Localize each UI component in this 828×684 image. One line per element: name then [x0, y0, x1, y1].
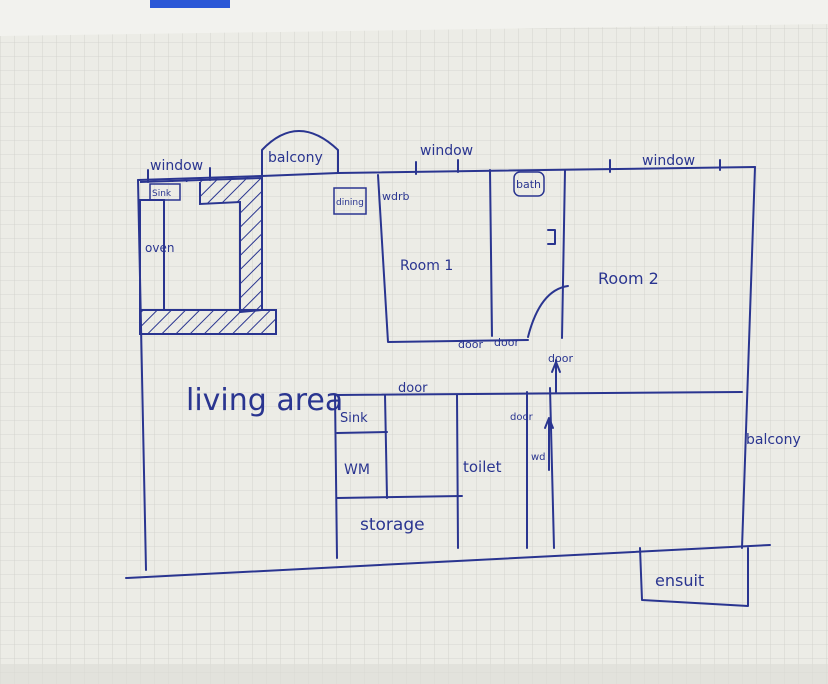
- kitchen-sink-label: Sink: [152, 189, 172, 199]
- toilet-label: toilet: [463, 458, 502, 476]
- kitchen-sink-icon: [149, 183, 181, 201]
- door-label-vertical: door: [548, 352, 573, 365]
- oven-label: oven: [145, 241, 174, 255]
- laundry-sink-label: Sink: [340, 411, 368, 426]
- window-label-mid: window: [420, 143, 473, 159]
- door-label-toilet: door: [510, 412, 534, 423]
- door-label-room2: door: [494, 336, 519, 349]
- wardrobe-label-2: wd: [531, 452, 546, 463]
- room2-label: Room 2: [598, 269, 659, 288]
- door-label-room1: door: [458, 338, 483, 351]
- room1-label: Room 1: [400, 258, 453, 274]
- living-area-label: living area: [186, 383, 343, 418]
- balcony-label-right: balcony: [746, 432, 801, 448]
- washing-machine-label: WM: [344, 462, 370, 478]
- door-label-corridor: door: [398, 381, 428, 396]
- bathtub-icon: [513, 171, 545, 197]
- kitchen-counter: [139, 171, 545, 335]
- blue-tape: [150, 0, 230, 8]
- storage-label: storage: [360, 515, 425, 535]
- window-label-left: window: [150, 158, 203, 174]
- wardrobe-label: wdrb: [382, 190, 410, 203]
- dining-label: dining: [336, 198, 364, 208]
- window-label-right: window: [642, 153, 695, 169]
- bath-label: bath: [516, 178, 541, 191]
- balcony-label-top: balcony: [268, 150, 323, 166]
- walls: [125, 130, 771, 607]
- ensuite-label: ensuit: [655, 571, 704, 590]
- room-labels: window balcony window window Sink oven d…: [145, 143, 801, 590]
- dining-table-icon: [333, 187, 367, 215]
